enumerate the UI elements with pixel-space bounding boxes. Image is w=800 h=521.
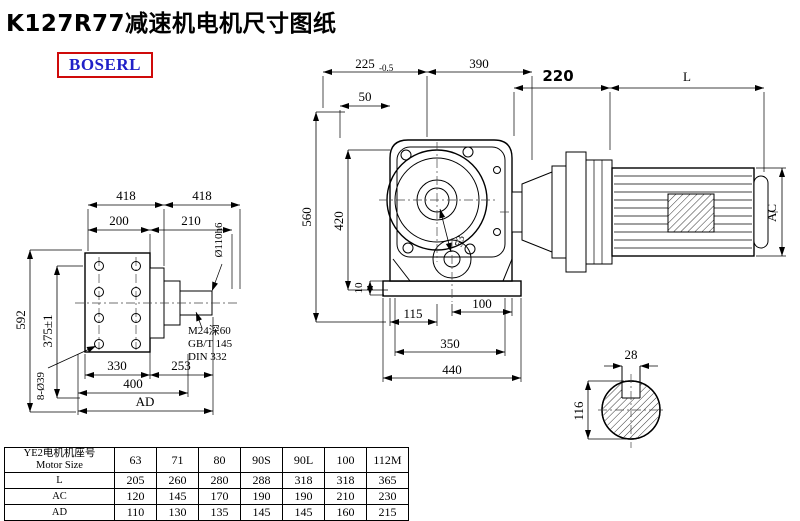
dim-418-left-label: 418 [116, 188, 136, 203]
motor-view [500, 151, 778, 273]
dim-225-tolerance-label: -0.5 [379, 63, 394, 73]
brand-logo: BOSERL [57, 52, 153, 78]
frame-size-90L: 90L [282, 447, 325, 473]
front-view [75, 252, 240, 353]
motor-size-table: YE2电机机座号 Motor Size 63 71 80 90S 90L 100… [4, 447, 409, 521]
front-view-dimensions: 418 418 200 210 592 375±1 8-Ø39 330 253 … [13, 188, 241, 415]
dim-220-label: 220 [542, 67, 573, 85]
note-m24-label: M24深60 [188, 324, 231, 337]
table-cell: 210 [324, 488, 367, 505]
dim-592-label: 592 [13, 310, 28, 330]
table-header-row: YE2电机机座号 Motor Size 63 71 80 90S 90L 100… [4, 447, 409, 473]
page-title: K127R77减速机电机尺寸图纸 [6, 11, 337, 37]
dim-116-label: 116 [571, 401, 586, 421]
table-cell: 120 [114, 488, 157, 505]
dim-L-label: L [683, 69, 691, 84]
table-cell: 145 [240, 504, 283, 521]
table-cell: 230 [366, 488, 409, 505]
dim-440-label: 440 [442, 362, 462, 377]
dim-225-label: 225 [355, 56, 375, 71]
table-cell: 145 [156, 488, 199, 505]
table-cell: 130 [156, 504, 199, 521]
table-header-en: Motor Size [36, 460, 83, 471]
table-cell: 190 [240, 488, 283, 505]
table-cell: 318 [282, 472, 325, 489]
side-view [379, 139, 522, 302]
note-gbt-label: GB/T 145 [188, 338, 233, 350]
dim-100-label: 100 [472, 296, 492, 311]
shaft-end-dimensions: 28 116 [571, 347, 658, 440]
motor-view-dimensions: 220 L AC [513, 67, 786, 257]
table-cell: 280 [198, 472, 241, 489]
dim-253-label: 253 [171, 358, 191, 373]
dim-375-label: 375±1 [40, 314, 55, 347]
table-cell: 260 [156, 472, 199, 489]
table-cell: 145 [282, 504, 325, 521]
dim-10-label: 10 [353, 282, 365, 294]
table-cell: 365 [366, 472, 409, 489]
dim-400-label: 400 [123, 376, 143, 391]
table-header-motor-size: YE2电机机座号 Motor Size [4, 447, 115, 473]
shaft-end-view [598, 366, 664, 448]
table-row-L: L 205 260 280 288 318 318 365 [4, 472, 409, 489]
brand-logo-text: BOSERL [69, 55, 141, 74]
table-cell: 135 [198, 504, 241, 521]
dim-210-label: 210 [181, 213, 201, 228]
frame-size-71: 71 [156, 447, 199, 473]
frame-size-80: 80 [198, 447, 241, 473]
table-cell: 318 [324, 472, 367, 489]
dim-560-label: 560 [299, 207, 314, 227]
table-header-cn: YE2电机机座号 [23, 448, 96, 459]
dim-28-label: 28 [625, 347, 638, 362]
table-cell: 170 [198, 488, 241, 505]
dim-50-label: 50 [359, 89, 372, 104]
table-row-AC: AC 120 145 170 190 190 210 230 [4, 488, 409, 505]
row-label-AC: AC [4, 488, 115, 505]
table-cell: 215 [366, 504, 409, 521]
table-cell: 205 [114, 472, 157, 489]
note-din-label: DIN 332 [188, 351, 227, 363]
dim-418-right-label: 418 [192, 188, 212, 203]
table-cell: 110 [114, 504, 157, 521]
dim-200-label: 200 [109, 213, 129, 228]
frame-size-90S: 90S [240, 447, 283, 473]
dim-390-label: 390 [469, 56, 489, 71]
table-cell: 288 [240, 472, 283, 489]
dim-115-label: 115 [403, 306, 422, 321]
table-cell: 190 [282, 488, 325, 505]
dim-350-label: 350 [440, 336, 460, 351]
dim-bolt-holes-label: 8-Ø39 [35, 371, 47, 400]
dim-shaft-diameter-label: Ø110h6 [213, 222, 225, 258]
frame-size-112M: 112M [366, 447, 409, 473]
frame-size-63: 63 [114, 447, 157, 473]
dim-420-label: 420 [331, 211, 346, 231]
side-view-dimensions: 225 -0.5 390 50 560 420 10 53 115 100 35… [299, 56, 533, 382]
frame-size-100: 100 [324, 447, 367, 473]
dim-53-label: 53 [453, 234, 468, 248]
row-label-L: L [4, 472, 115, 489]
dim-AC-label: AC [764, 204, 779, 222]
table-cell: 160 [324, 504, 367, 521]
dim-330-label: 330 [107, 358, 127, 373]
dim-AD-label: AD [136, 394, 155, 409]
row-label-AD: AD [4, 504, 115, 521]
table-row-AD: AD 110 130 135 145 145 160 215 [4, 504, 409, 521]
